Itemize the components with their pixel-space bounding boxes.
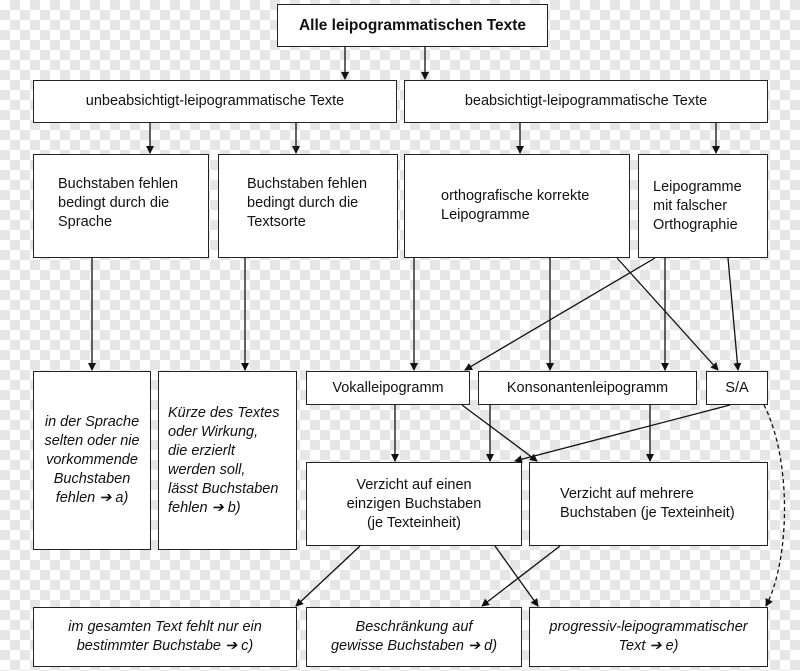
- box-progressive: progressiv-leipogrammatischer Text ➔ e): [529, 607, 768, 667]
- box-whole-text: im gesamten Text fehlt nur ein bestimmte…: [33, 607, 297, 667]
- box-all-texts: Alle leipogrammatischen Texte: [277, 4, 548, 47]
- box-intentional: beabsichtigt-leipogrammatische Texte: [404, 80, 768, 123]
- box-whole-text-label: im gesamten Text fehlt nur ein bestimmte…: [68, 619, 262, 654]
- box-unintentional: unbeabsichtigt-leipogrammatische Texte: [33, 80, 397, 123]
- box-multiple-letters: Verzicht auf mehrere Buchstaben (je Text…: [529, 462, 768, 546]
- arrow-falseortho-to-sa: [727, 257, 742, 371]
- arrow-sa-to-single: [514, 404, 731, 464]
- box-missing-texttype: Buchstaben fehlen bedingt durch die Text…: [218, 154, 398, 258]
- box-consonant-lipogram-label: Konsonantenleipogramm: [506, 379, 669, 396]
- box-restriction-label: Beschränkung auf gewisse Buchstaben ➔ d): [330, 619, 498, 654]
- box-missing-language: Buchstaben fehlen bedingt durch die Spra…: [33, 154, 209, 258]
- box-false-ortho-label: Leipogramme mit falscher Orthographie: [653, 178, 742, 233]
- box-single-letter-label: Verzicht auf einen einzigen Buchstaben (…: [346, 476, 482, 531]
- box-vowel-lipogram-label: Vokalleipogramm: [332, 379, 444, 396]
- box-language-note-label: in der Sprache selten oder nie vorkommen…: [44, 414, 140, 506]
- arrow-single-to-progressive: [494, 545, 539, 607]
- arrow-multiple-to-restriction: [481, 545, 561, 607]
- box-intentional-label: beabsichtigt-leipogrammatische Texte: [464, 93, 708, 109]
- box-shortness-note: Kürze des Textes oder Wirkung, die erzie…: [158, 371, 297, 550]
- arrow-falseortho-to-vowel: [464, 257, 656, 371]
- box-vowel-lipogram: Vokalleipogramm: [306, 371, 470, 405]
- arrow-single-to-whole-text: [295, 545, 361, 607]
- box-consonant-lipogram: Konsonantenleipogramm: [478, 371, 697, 405]
- box-multiple-letters-label: Verzicht auf mehrere Buchstaben (je Text…: [560, 486, 735, 521]
- box-unintentional-label: unbeabsichtigt-leipogrammatische Texte: [85, 93, 345, 109]
- box-ortho-correct: orthografische korrekte Leipogramme: [404, 154, 630, 258]
- box-shortness-note-label: Kürze des Textes oder Wirkung, die erzie…: [168, 404, 280, 516]
- box-ortho-correct-label: orthografische korrekte Leipogramme: [441, 188, 590, 223]
- box-false-ortho: Leipogramme mit falscher Orthographie: [638, 154, 768, 258]
- box-s-a-label: S/A: [725, 379, 749, 396]
- box-language-note: in der Sprache selten oder nie vorkommen…: [33, 371, 151, 550]
- box-restriction: Beschränkung auf gewisse Buchstaben ➔ d): [306, 607, 522, 667]
- box-s-a: S/A: [706, 371, 768, 405]
- arrow-ortho-to-sa: [616, 257, 719, 371]
- box-single-letter: Verzicht auf einen einzigen Buchstaben (…: [306, 462, 522, 546]
- box-missing-texttype-label: Buchstaben fehlen bedingt durch die Text…: [247, 176, 368, 230]
- box-missing-language-label: Buchstaben fehlen bedingt durch die Spra…: [58, 176, 179, 230]
- arrow-vowel-to-multiple: [461, 404, 538, 462]
- box-all-texts-label: Alle leipogrammatischen Texte: [298, 17, 527, 34]
- box-progressive-label: progressiv-leipogrammatischer Text ➔ e): [549, 619, 748, 654]
